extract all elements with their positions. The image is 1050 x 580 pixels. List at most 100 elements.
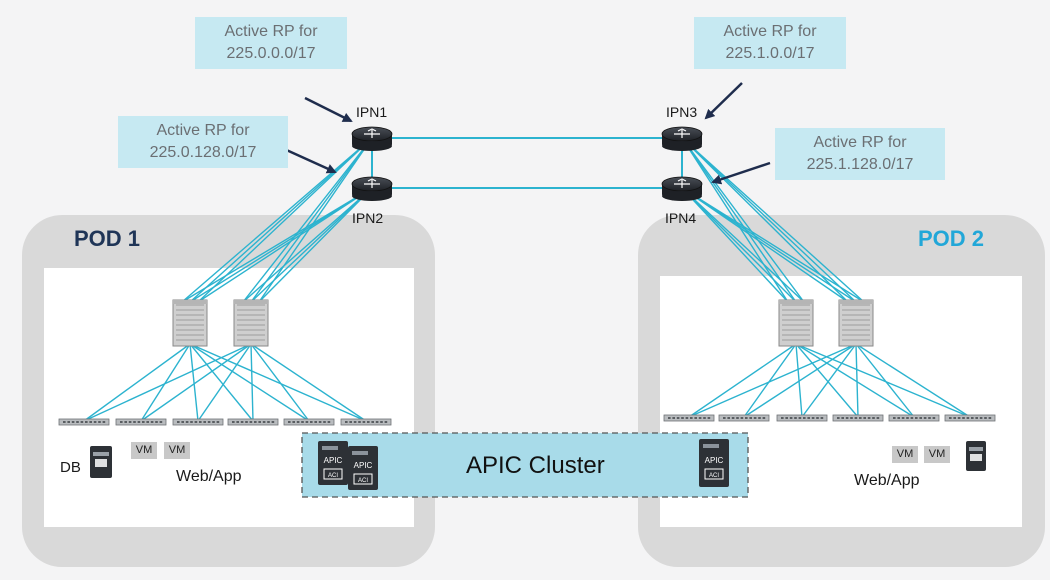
leaf-switch-icon [944,414,996,422]
leaf-switch-icon [340,418,392,426]
spine-switch-icon [838,299,874,347]
leaf-switch-icon [172,418,224,426]
arrow-ipn4 [711,161,771,185]
fabric-link-line [795,343,859,418]
uplink-line [681,137,805,303]
router-label-ipn2: IPN2 [352,210,384,226]
router-icon [661,126,703,151]
fabric-link-line [795,343,915,418]
leaf-group [58,414,996,426]
fabric-link-line [743,343,797,418]
fabric-link-line [83,343,191,422]
callout-line1: Active RP for [156,122,250,139]
uplink-line [681,187,797,303]
apic-controller-icon: APIC ACI [348,446,378,490]
fabric-link-line [855,343,859,418]
db-label: DB [60,459,81,476]
leaf-switch-icon [283,418,335,426]
arrow-ipn3 [704,82,743,120]
uplink-line [681,137,789,303]
uplink-line [681,187,865,303]
fabric-link-line [855,343,915,418]
fabric-link-line [855,343,971,418]
uplink-line [242,187,373,303]
uplink-line [681,137,857,303]
fabric-link-line [250,343,254,422]
fabric-link-line [688,343,797,418]
uplink-line [181,137,373,303]
router-group [351,126,703,201]
router-icon [351,126,393,151]
network-links [83,137,971,422]
leaf-switch-icon [832,414,884,422]
vm-badge: VM [164,442,190,459]
spine-switch-icon [778,299,814,347]
uplink-line [250,137,373,303]
callout-line2: 225.0.128.0/17 [149,144,257,161]
router-icon [661,176,703,201]
router-label-ipn3: IPN3 [666,104,698,120]
leaf-switch-icon [718,414,770,422]
acl-badge: ACI [358,478,368,484]
fabric-link-line [801,343,857,418]
uplink-line [681,137,797,303]
pod1-title: POD 1 [74,226,141,251]
acl-badge: ACI [709,473,719,479]
callout-line2: 225.0.0.0/17 [226,45,316,62]
uplink-line [197,187,373,303]
leaf-switch-icon [663,414,715,422]
leaf-switch-icon [776,414,828,422]
apic-badge: APIC [324,456,343,465]
uplink-line [258,187,373,303]
router-label-ipn4: IPN4 [665,210,697,226]
fabric-link-line [688,343,857,418]
apic-cluster-label: APIC Cluster [466,452,605,479]
callout-line2: 225.1.128.0/17 [806,156,914,173]
fabric-link-line [250,343,310,422]
uplink-line [681,187,857,303]
fabric-link-line [250,343,367,422]
apic-controller-icon: APIC ACI [318,441,348,485]
acl-badge: ACI [328,473,338,479]
uplink-line [189,187,373,303]
uplink-line [189,137,373,303]
pod2-server-icon [966,441,986,471]
leaf-switch-icon [227,418,279,426]
fabric-link-line [83,343,252,422]
leaf-switch-icon [888,414,940,422]
fabric-link-line [197,343,252,422]
uplink-line [181,187,373,303]
arrow-ipn2 [281,146,337,174]
uplink-line [258,137,373,303]
fabric-link-line [189,343,199,422]
pod2-webapp-label: Web/App [854,472,920,489]
fabric-link-line [189,343,254,422]
spine-switch-icon [172,299,208,347]
callout-line1: Active RP for [813,134,907,151]
apic-badge: APIC [705,456,724,465]
leaf-switch-icon [58,418,110,426]
fabric-link-line [743,343,857,418]
spine-group [172,299,874,347]
uplink-line [681,137,865,303]
uplink-line [681,187,789,303]
spine-switch-icon [233,299,269,347]
callout-line2: 225.1.0.0/17 [725,45,815,62]
apic-controller-icon: APIC ACI [699,439,729,487]
uplink-line [250,187,373,303]
fabric-link-line [795,343,971,418]
callout-rp-225-1-0-0: Active RP for 225.1.0.0/17 [694,17,846,69]
leaf-switch-icon [115,418,167,426]
vm-badge: VM [924,446,950,463]
fabric-link-line [140,343,252,422]
callout-rp-225-0-0-0: Active RP for 225.0.0.0/17 [195,17,347,69]
pod1-webapp-label: Web/App [176,468,242,485]
fabric-link-line [140,343,191,422]
router-label-ipn1: IPN1 [356,104,388,120]
uplink-line [242,137,373,303]
pod2-title: POD 2 [918,226,985,251]
callout-line1: Active RP for [224,23,318,40]
arrow-ipn1 [304,96,353,123]
